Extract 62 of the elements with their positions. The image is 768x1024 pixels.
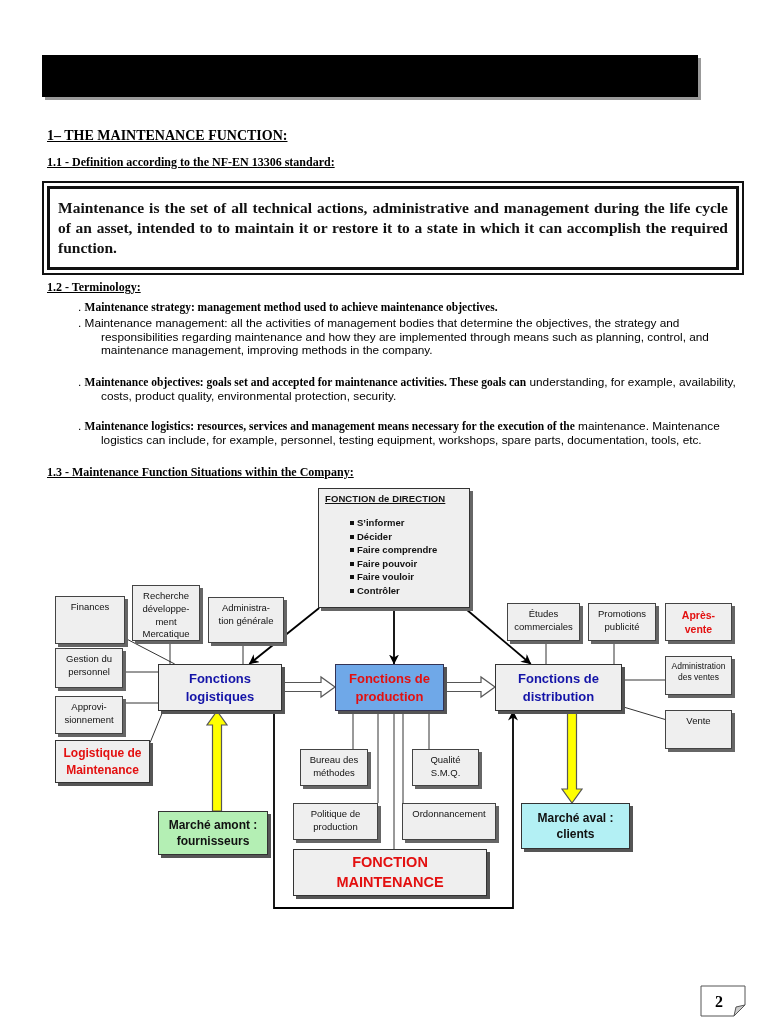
list-item: Faire vouloir (325, 570, 463, 584)
box-label: Fonctions de production (348, 669, 431, 706)
subsection-heading: 1.2 - Terminology: (47, 280, 141, 295)
function-box (158, 664, 282, 711)
function-box (665, 710, 732, 749)
function-box (55, 648, 123, 688)
box-label: Administration des ventes (670, 661, 727, 684)
function-box (495, 664, 622, 711)
box-label: Logistique de Maintenance (62, 745, 143, 778)
market-box (158, 811, 268, 855)
box-heading: FONCTION de DIRECTION (325, 493, 447, 504)
function-box (55, 596, 125, 644)
direction-box (318, 488, 470, 608)
function-box (588, 603, 656, 641)
function-box (412, 749, 479, 786)
box-label: FONCTION MAINTENANCE (335, 852, 445, 892)
subsection-heading: 1.3 - Maintenance Function Situations within the Company: (47, 465, 354, 480)
function-box (208, 597, 284, 643)
box-label: Fonctions logistiques (184, 669, 256, 706)
arrow (248, 607, 321, 665)
definition-text: Maintenance is the set of all technical actions, administrative and management during the life cycle of an asset, intended to to maintain it or restore it to a state in which it can accomplish the required function. (58, 197, 728, 259)
box-label: Approvi- sionnement (63, 701, 115, 727)
box-label: Promotions publicité (596, 608, 648, 634)
box-label: Vente (685, 715, 712, 728)
page-number: 2 (715, 993, 723, 1011)
function-box (132, 585, 200, 641)
function-box (335, 664, 444, 711)
box-label: Marché aval : clients (536, 809, 615, 843)
box-label: Après- vente (680, 608, 717, 637)
list-item: Faire pouvoir (325, 556, 463, 570)
box-label: Finances (69, 601, 111, 614)
title-banner (42, 55, 698, 97)
subsection-heading: 1.1 - Definition according to the NF-EN 13306 standard: (47, 155, 335, 170)
function-box (507, 603, 580, 641)
function-box (402, 803, 496, 840)
list-item: Contrôler (325, 583, 463, 597)
function-box (665, 603, 732, 641)
box-label: Bureau des méthodes (308, 754, 360, 780)
function-box (293, 849, 487, 896)
list-item: S’informer (325, 516, 463, 530)
function-box (55, 696, 123, 734)
term-definition: . Maintenance objectives: goals set and accepted for maintenance activities. These goals can understanding, for example, availability, costs, product quality, environmental protection, security. (78, 376, 737, 403)
term-definition: . Maintenance management: all the activities of management bodies that determine the objectives, the strategy and responsibilities regarding maintenance and how they are implemented through means such as planning, control, and maintenance management, improving methods in the company. (78, 317, 710, 358)
section-heading: 1– THE MAINTENANCE FUNCTION: (47, 128, 288, 144)
box-label: Études commerciales (513, 608, 574, 634)
market-box (521, 803, 630, 849)
function-box (293, 803, 378, 840)
list-item: Décider (325, 529, 463, 543)
term-definition: . Maintenance strategy: management method used to achieve maintenance objectives. (78, 301, 499, 315)
box-label: Recherche développe- ment Mercatique (141, 590, 191, 642)
box-label: Marché amont : fournisseurs (167, 816, 259, 850)
function-box (55, 740, 150, 783)
function-box (300, 749, 368, 786)
box-label: Ordonnancement (411, 808, 487, 821)
box-label: Qualité S.M.Q. (429, 754, 462, 780)
list-item: Faire comprendre (325, 543, 463, 557)
term-definition: . Maintenance logistics: resources, services and management means necessary for the execution of the maintenance. Maintenance logistics can include, for example, personnel, testing equipment, workshops, spare parts, documentation, tools, etc. (78, 420, 721, 447)
box-label: Administra- tion générale (217, 602, 275, 628)
box-label: Fonctions de distribution (517, 669, 600, 706)
box-label: Gestion du personnel (65, 653, 113, 679)
box-label: Politique de production (309, 808, 362, 834)
function-box (665, 656, 732, 695)
